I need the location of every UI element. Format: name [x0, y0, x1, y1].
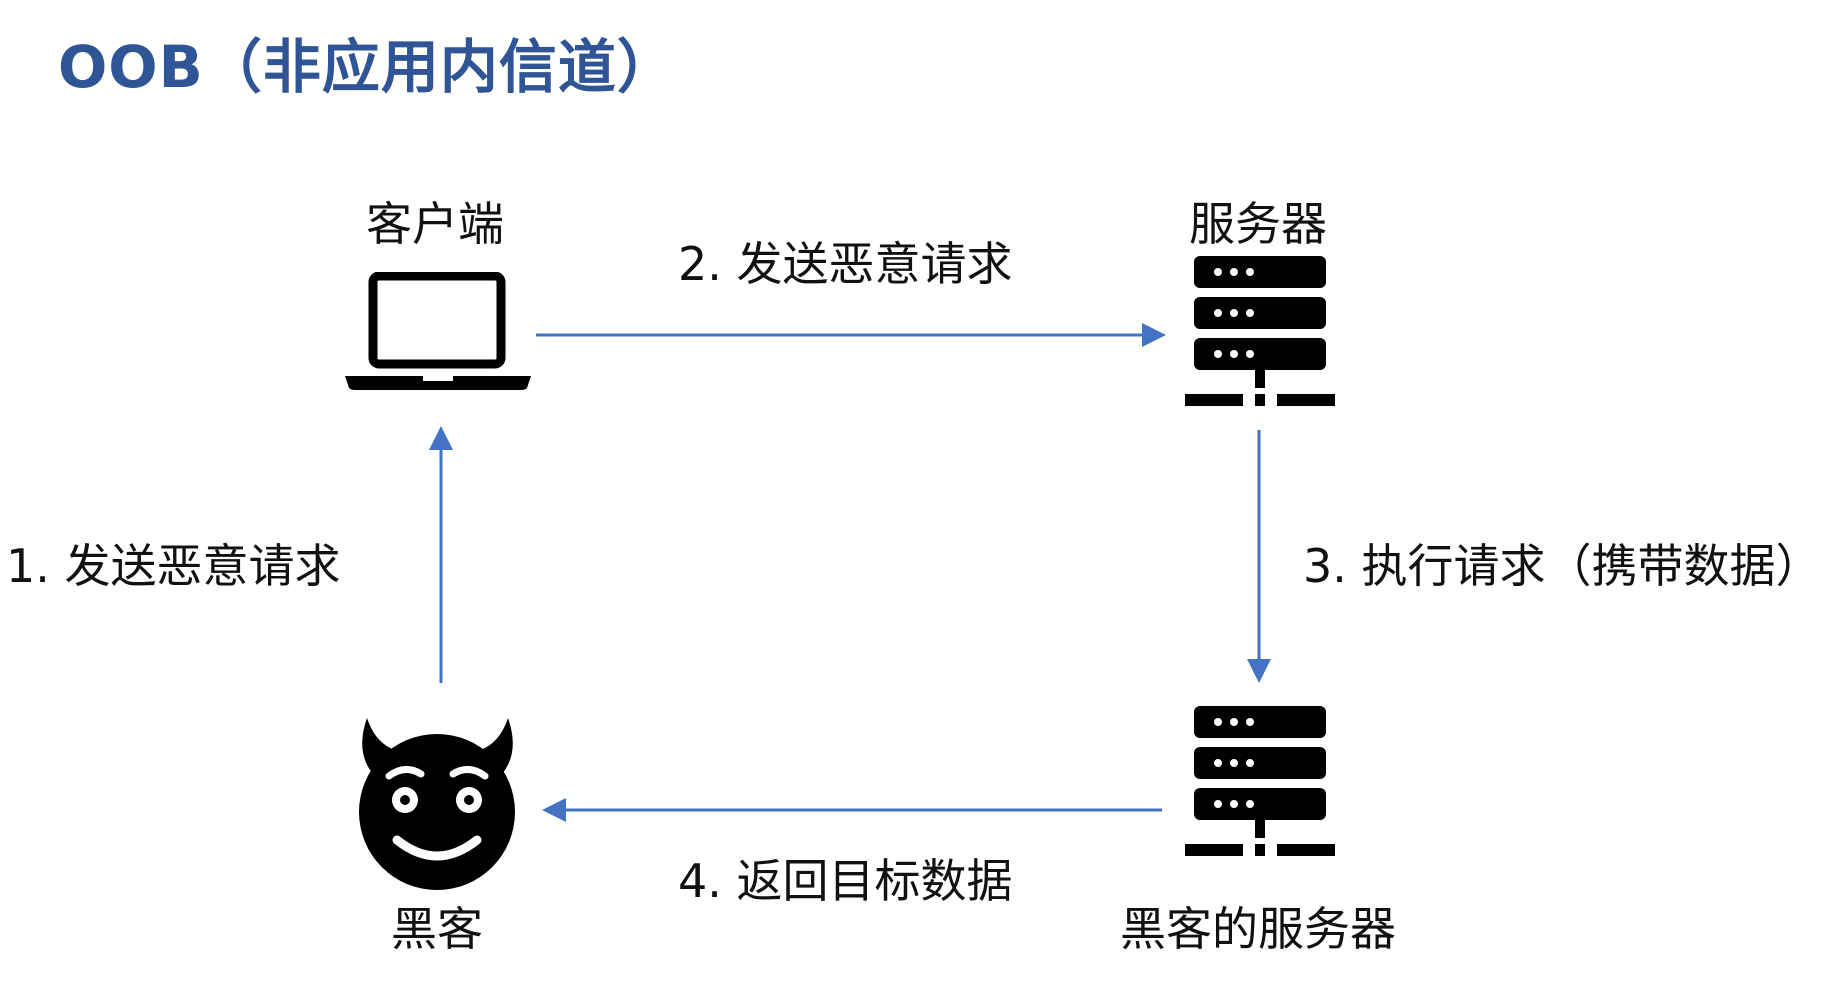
server-label: 服务器 [1189, 197, 1327, 251]
laptop-icon [345, 272, 531, 390]
diagram-title: OOB（非应用内信道） [58, 33, 676, 101]
step2-label: 2. 发送恶意请求 [678, 237, 1013, 291]
hacker-server-icon [1185, 706, 1335, 856]
hacker-server-label: 黑客的服务器 [1120, 902, 1396, 956]
client-label: 客户端 [366, 197, 504, 251]
hacker-label: 黑客 [391, 902, 483, 956]
step1-label: 1. 发送恶意请求 [6, 539, 341, 593]
step4-label: 4. 返回目标数据 [678, 854, 1013, 908]
step3-label: 3. 执行请求（携带数据） [1303, 539, 1822, 593]
server-icon [1185, 256, 1335, 406]
devil-face-icon [359, 718, 515, 890]
